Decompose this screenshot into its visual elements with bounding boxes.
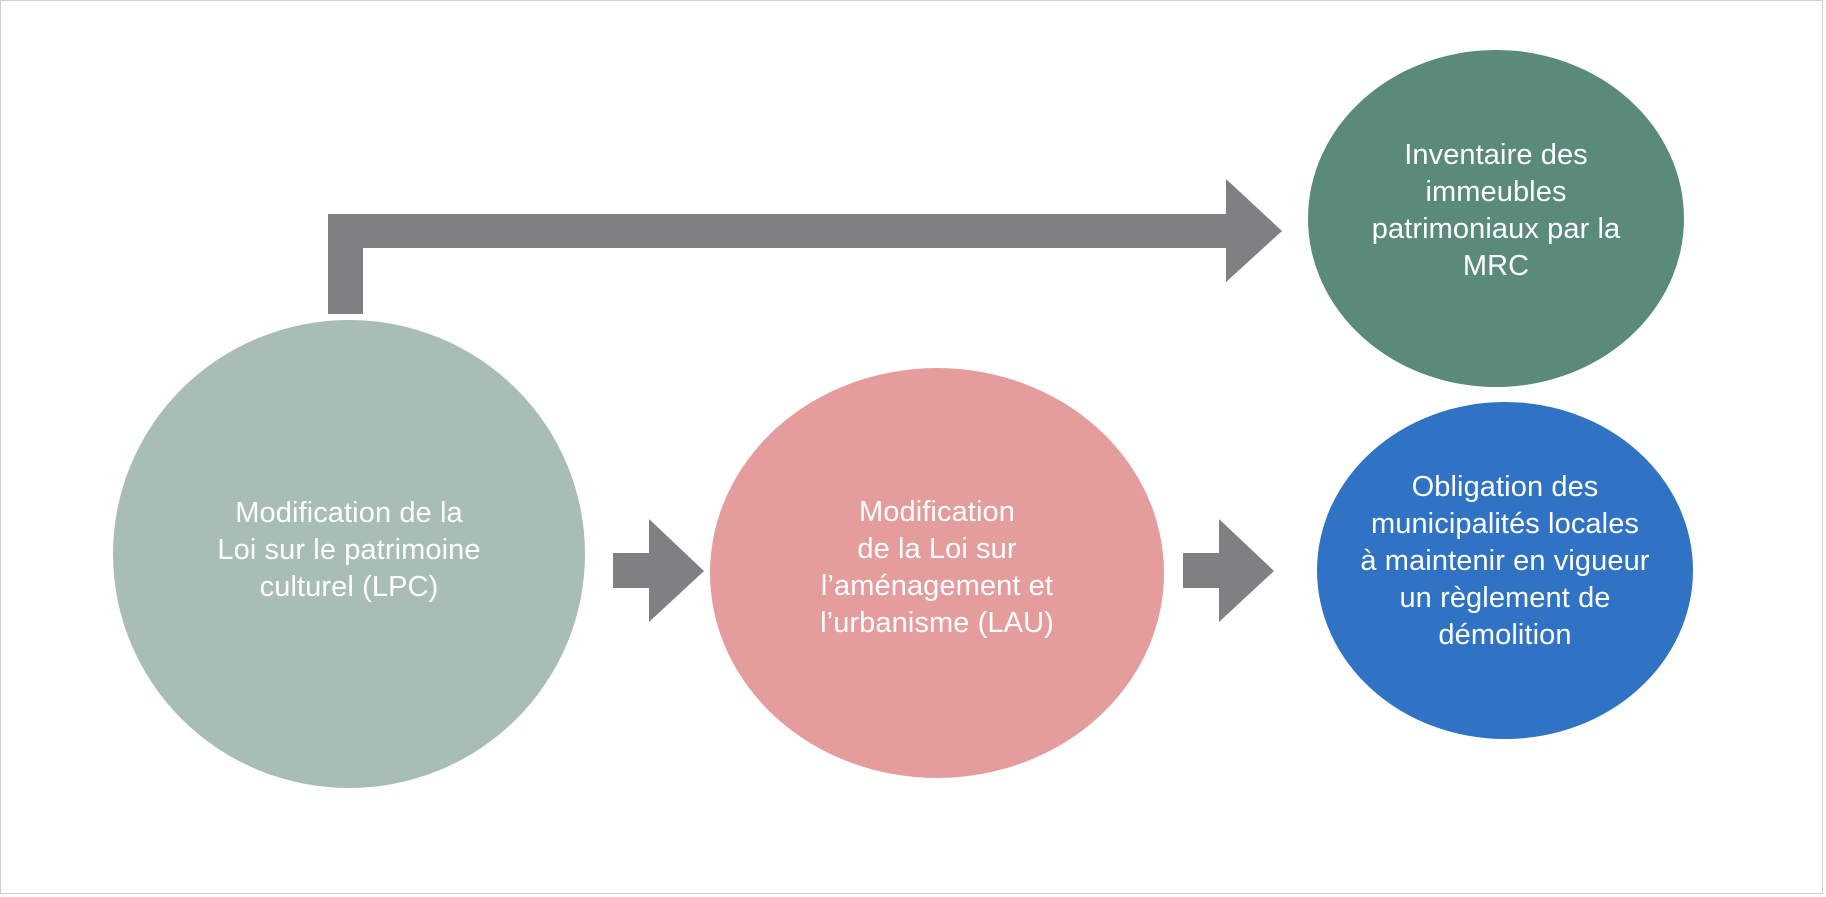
node-inventaire-label: Inventaire des immeubles patrimoniaux pa… (1371, 138, 1621, 282)
elbow-arrow-icon (328, 179, 1282, 314)
node-obligation: Obligation des municipalités locales à m… (1317, 402, 1693, 739)
right-arrow-icon (613, 519, 704, 622)
node-lpc: Modification de la Loi sur le patrimoine… (113, 320, 585, 788)
node-inventaire: Inventaire des immeubles patrimoniaux pa… (1308, 50, 1684, 387)
node-obligation-label: Obligation des municipalités locales à m… (1360, 471, 1650, 651)
node-lau: Modification de la Loi sur l’aménagement… (710, 368, 1164, 778)
node-lpc-label: Modification de la Loi sur le patrimoine… (217, 496, 481, 603)
right-arrow-icon (1183, 519, 1274, 622)
node-lau-label: Modification de la Loi sur l’aménagement… (820, 496, 1054, 639)
